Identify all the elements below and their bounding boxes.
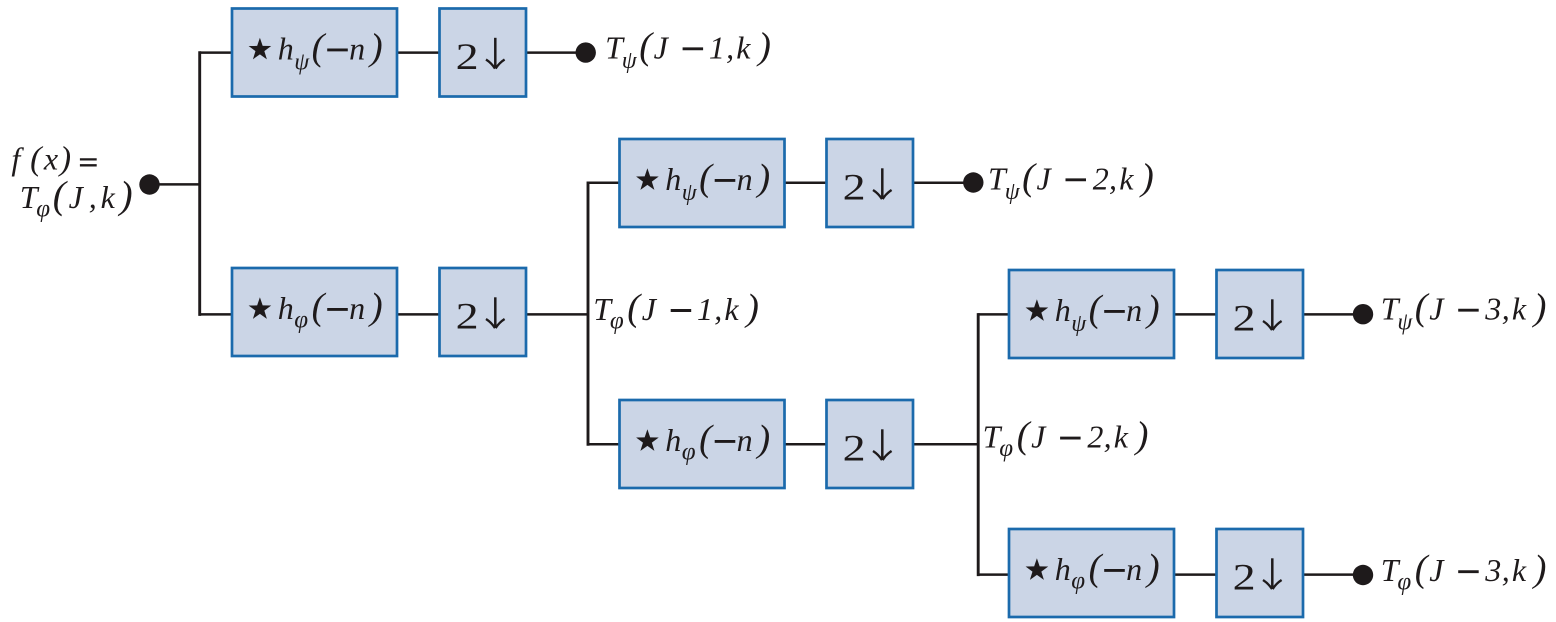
svg-text:Tφ(J3,k): Tφ(J3,k) xyxy=(1381,548,1547,596)
svg-text:2: 2 xyxy=(1233,558,1256,599)
svg-text:hψ(n): hψ(n) xyxy=(1055,288,1160,337)
svg-text:hφ(n): hφ(n) xyxy=(665,418,770,466)
svg-text:f(x): f(x) xyxy=(11,141,71,178)
svg-text:2: 2 xyxy=(843,429,866,470)
svg-text:2: 2 xyxy=(456,297,479,338)
svg-text:Tφ(J,k): Tφ(J,k) xyxy=(20,174,133,223)
svg-text:hφ(n): hφ(n) xyxy=(278,286,383,334)
svg-text:Tψ(J1,k): Tψ(J1,k) xyxy=(605,25,771,74)
svg-text:hφ(n): hφ(n) xyxy=(1055,547,1160,595)
svg-text:2: 2 xyxy=(1233,299,1256,340)
svg-text:2: 2 xyxy=(456,37,479,78)
svg-text:Tφ(J2,k): Tφ(J2,k) xyxy=(983,415,1149,463)
svg-text:hψ(n): hψ(n) xyxy=(278,26,383,75)
svg-text:Tψ(J3,k): Tψ(J3,k) xyxy=(1381,287,1547,336)
svg-text:2: 2 xyxy=(843,168,866,209)
svg-text:hψ(n): hψ(n) xyxy=(665,157,770,206)
svg-text:Tφ(J1,k): Tφ(J1,k) xyxy=(593,287,759,335)
svg-text:Tψ(J2,k): Tψ(J2,k) xyxy=(988,156,1154,205)
